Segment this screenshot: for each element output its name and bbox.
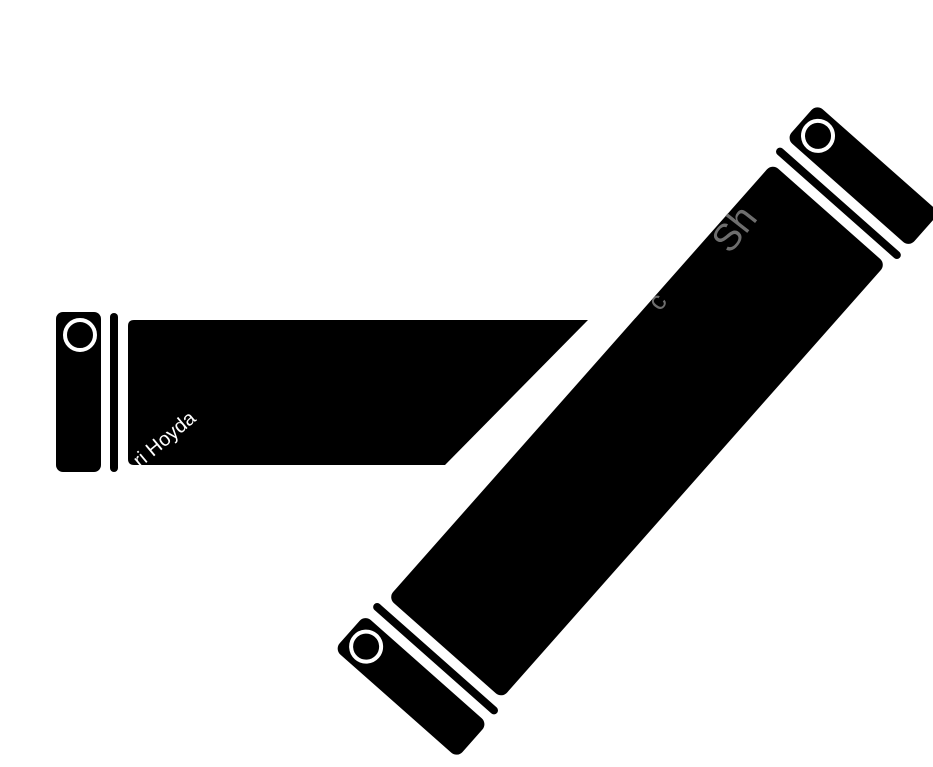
diagonal-cable-body	[391, 166, 883, 696]
left-connector-ring-icon	[63, 318, 97, 352]
bottom-connector-ring-icon	[349, 629, 384, 664]
top-connector-icon	[789, 107, 933, 244]
horizontal-cable-body	[128, 320, 588, 465]
top-connector-ring-icon	[801, 118, 836, 153]
bottom-connector-strip	[373, 602, 498, 715]
left-connector-strip	[110, 313, 118, 472]
diagonal-cable-segment	[337, 107, 933, 755]
top-connector-strip	[776, 147, 901, 260]
bottom-connector-icon	[337, 618, 485, 755]
horizontal-cable-segment: ri Hoyda	[56, 312, 588, 472]
left-connector-icon	[56, 312, 101, 472]
